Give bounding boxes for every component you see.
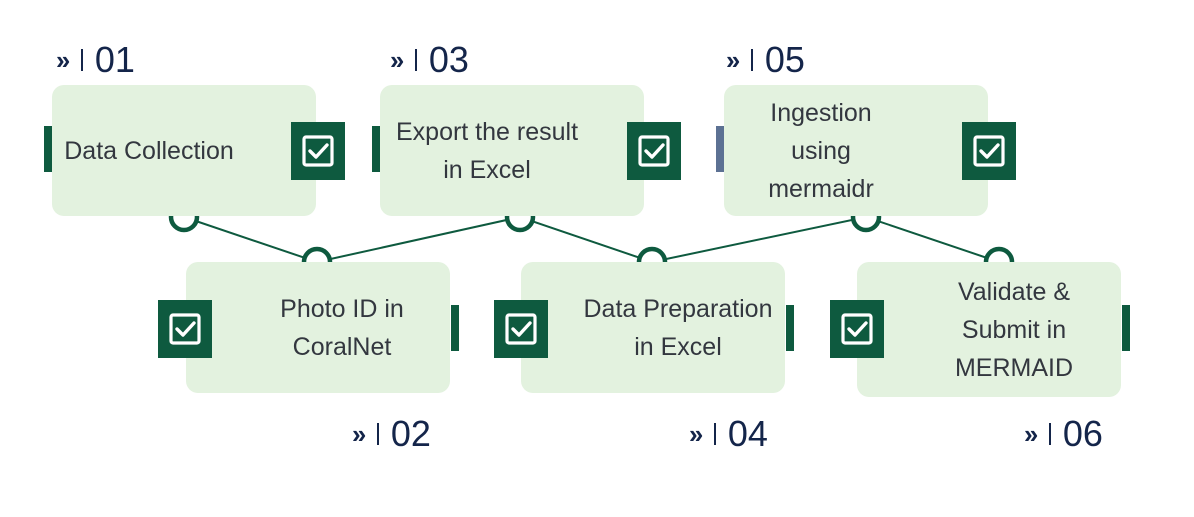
step-card-01: Data Collection [52, 85, 316, 216]
divider [714, 423, 716, 445]
double-chevron-right-icon: ›› [56, 45, 70, 75]
step-marker-03: ›› 03 [390, 42, 469, 78]
checked-box-icon [158, 300, 212, 358]
double-chevron-right-icon: ›› [352, 419, 366, 449]
step-label: Data Collection [64, 136, 234, 165]
step-label: Validate & Submit in MERMAID [954, 277, 1074, 382]
double-chevron-right-icon: ›› [689, 419, 703, 449]
card-accent-bar [451, 305, 459, 351]
step-label: Data Preparation in Excel [583, 294, 773, 361]
divider [751, 49, 753, 71]
step-number: 02 [390, 413, 431, 454]
divider [377, 423, 379, 445]
step-label: Ingestion using mermaidr [768, 98, 874, 203]
card-accent-bar [1122, 305, 1130, 351]
card-accent-bar [44, 126, 52, 172]
divider [415, 49, 417, 71]
divider [1049, 423, 1051, 445]
step-number: 04 [727, 413, 768, 454]
step-number: 05 [764, 39, 805, 80]
step-marker-02: ›› 02 [352, 416, 431, 452]
checked-box-icon [627, 122, 681, 180]
step-card-03: Export the result in Excel [380, 85, 644, 216]
connector-line [183, 215, 1000, 264]
step-marker-04: ›› 04 [689, 416, 768, 452]
double-chevron-right-icon: ›› [726, 45, 740, 75]
step-number: 03 [428, 39, 469, 80]
double-chevron-right-icon: ›› [390, 45, 404, 75]
checked-box-icon [962, 122, 1016, 180]
step-card-02: Photo ID in CoralNet [186, 262, 450, 393]
step-label: Photo ID in CoralNet [280, 294, 404, 361]
step-marker-06: ›› 06 [1024, 416, 1103, 452]
card-accent-bar [786, 305, 794, 351]
step-marker-05: ›› 05 [726, 42, 805, 78]
step-card-05: Ingestion using mermaidr [724, 85, 988, 216]
step-card-04: Data Preparation in Excel [521, 262, 785, 393]
step-number: 06 [1062, 413, 1103, 454]
double-chevron-right-icon: ›› [1024, 419, 1038, 449]
checked-box-icon [830, 300, 884, 358]
card-accent-bar [716, 126, 724, 172]
card-accent-bar [372, 126, 380, 172]
step-number: 01 [94, 39, 135, 80]
step-card-06: Validate & Submit in MERMAID [857, 262, 1121, 397]
checked-box-icon [494, 300, 548, 358]
step-label: Export the result in Excel [395, 117, 579, 184]
step-marker-01: ›› 01 [56, 42, 135, 78]
checked-box-icon [291, 122, 345, 180]
divider [81, 49, 83, 71]
